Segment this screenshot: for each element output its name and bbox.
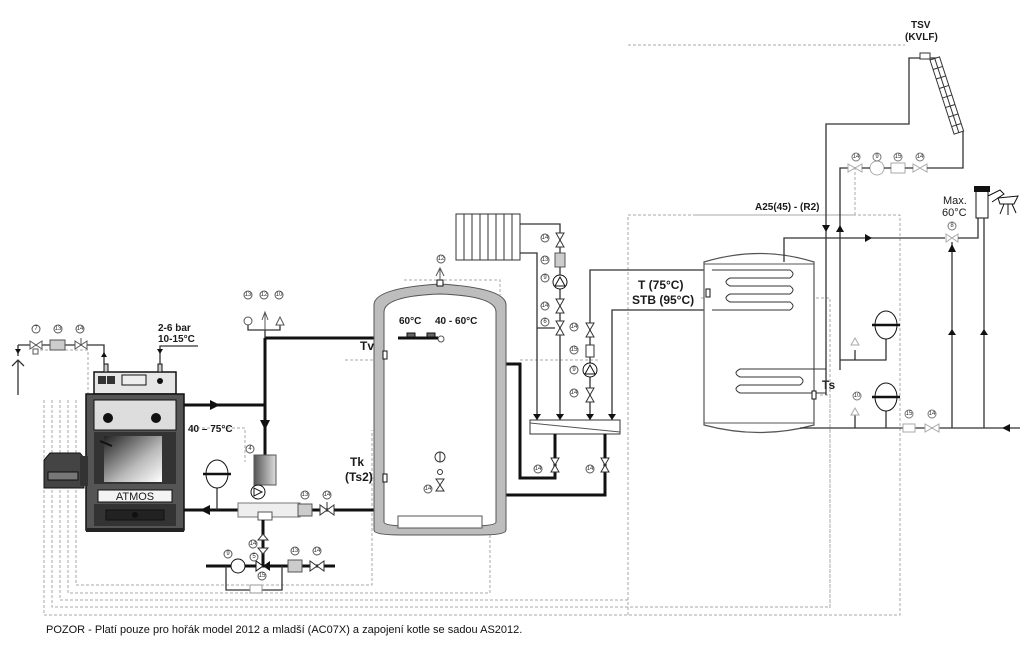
num-badge: 10 xyxy=(854,393,861,399)
num-badge: 14 xyxy=(425,486,432,492)
safety-valve-icon xyxy=(850,406,860,416)
expansion-vessel-icon xyxy=(872,310,900,340)
accumulation-tank: 12 60°C 40 - 60°C Tv Tk (Ts2) 14 xyxy=(345,254,507,536)
solar-pump-icon xyxy=(869,160,885,176)
max-temp-label: 60°C xyxy=(942,207,967,219)
tsv-sub-label: (KVLF) xyxy=(905,32,938,43)
num-badge: 9 xyxy=(226,551,230,557)
tank-top-temp-label: 60°C xyxy=(399,316,421,327)
num-badge: 15 xyxy=(259,573,266,579)
distributor-manifold: 14 14 xyxy=(529,419,621,474)
tk-sensor-icon xyxy=(382,473,388,483)
footer-warning-note: POZOR - Platí pouze pro hořák model 2012… xyxy=(46,624,523,636)
num-badge: 12 xyxy=(261,292,268,298)
tv-sensor-icon xyxy=(382,350,388,360)
tk-sensor-label: Tk xyxy=(350,455,364,469)
num-badge: 8 xyxy=(950,223,954,229)
manometer-icon xyxy=(243,316,253,326)
num-badge: 14 xyxy=(314,548,321,554)
bypass-circuit: 14 9 5 15 13 14 xyxy=(206,520,335,594)
dhw-t-label: T (75°C) xyxy=(638,278,683,292)
num-badge: 14 xyxy=(324,492,331,498)
pellet-burner xyxy=(43,452,88,489)
num-badge: 14 xyxy=(587,466,594,472)
dhw-stb-label: STB (95°C) xyxy=(632,293,694,307)
cold-water-inlet: 7 13 14 2-6 bar 10-15°C xyxy=(11,323,198,395)
num-badge: 13 xyxy=(302,492,309,498)
ts-sensor-icon xyxy=(811,390,817,400)
safety-valve-icon xyxy=(850,336,860,346)
num-badge: 15 xyxy=(571,347,578,353)
dhw-tank: T (75°C) STB (95°C) Ts A25(45) - (R2) xyxy=(632,202,835,434)
num-badge: 13 xyxy=(292,548,299,554)
return-temp-label: 40 – 75°C xyxy=(188,424,233,435)
filter-icon xyxy=(49,339,66,351)
cold-water-supply-right: 10 15 14 xyxy=(800,310,1020,433)
num-badge: 9 xyxy=(572,367,576,373)
safety-group: 13 12 10 xyxy=(243,290,285,338)
faucet-icon xyxy=(974,186,1019,219)
num-badge: 14 xyxy=(250,541,257,547)
num-badge: 14 xyxy=(571,390,578,396)
num-badge: 10 xyxy=(276,292,283,298)
num-badge: 9 xyxy=(543,275,547,281)
tank-range-label: 40 - 60°C xyxy=(435,316,477,327)
cold-water-pressure-label: 2-6 bar xyxy=(158,323,191,334)
solar-collector-icon xyxy=(929,56,965,135)
safety-valve-icon xyxy=(275,315,285,326)
num-badge: 14 xyxy=(853,154,860,160)
num-badge: 9 xyxy=(875,154,879,160)
cold-water-temp-label: 10-15°C xyxy=(158,334,195,345)
bypass-pump-icon xyxy=(230,558,246,574)
max-label: Max. xyxy=(943,195,967,207)
num-badge: 13 xyxy=(542,257,549,263)
tk-sensor-sub: (Ts2) xyxy=(345,470,373,484)
num-badge: 13 xyxy=(55,326,62,332)
boiler-brand-label: ATMOS xyxy=(116,491,154,503)
shutoff-valve-icon[interactable] xyxy=(74,338,88,350)
num-badge: 12 xyxy=(438,256,445,262)
num-badge: 4 xyxy=(248,446,252,452)
num-badge: 15 xyxy=(895,154,902,160)
expansion-vessel-icon xyxy=(203,459,231,489)
dhw-loading-circuit: 14 15 9 14 xyxy=(569,269,712,420)
num-badge: 14 xyxy=(542,235,549,241)
num-badge: 7 xyxy=(34,326,38,332)
num-badge: 14 xyxy=(929,411,936,417)
hot-water-outlet: 8 Max. 60°C xyxy=(783,186,1019,428)
boiler-line-valve[interactable]: 14 xyxy=(319,490,335,516)
radiator-circuit: 14 13 9 14 6 xyxy=(455,213,568,420)
radiator-icon xyxy=(455,213,521,261)
num-badge: 14 xyxy=(535,466,542,472)
num-badge: 6 xyxy=(543,319,547,325)
expansion-vessel-icon xyxy=(872,382,900,412)
ball-valve-icon[interactable] xyxy=(29,340,43,355)
regulator-label: A25(45) - (R2) xyxy=(755,202,819,213)
tv-sensor-label: Tv xyxy=(360,339,374,353)
num-badge: 14 xyxy=(77,326,84,332)
num-badge: 14 xyxy=(571,324,578,330)
t-sensor-icon xyxy=(705,288,711,298)
boiler-atmos: ATMOS xyxy=(85,363,185,532)
ts-sensor-label: Ts xyxy=(822,378,835,392)
num-badge: 15 xyxy=(906,411,913,417)
tsv-label: TSV xyxy=(911,20,931,31)
solar-circuit: TSV (KVLF) 14 9 15 14 xyxy=(822,20,965,395)
mixing-unit: 4 xyxy=(237,444,301,521)
num-badge: 14 xyxy=(917,154,924,160)
num-badge: 13 xyxy=(245,292,252,298)
num-badge: 14 xyxy=(542,303,549,309)
num-badge: 5 xyxy=(252,554,256,560)
boiler-line-filter: 13 xyxy=(297,490,313,517)
